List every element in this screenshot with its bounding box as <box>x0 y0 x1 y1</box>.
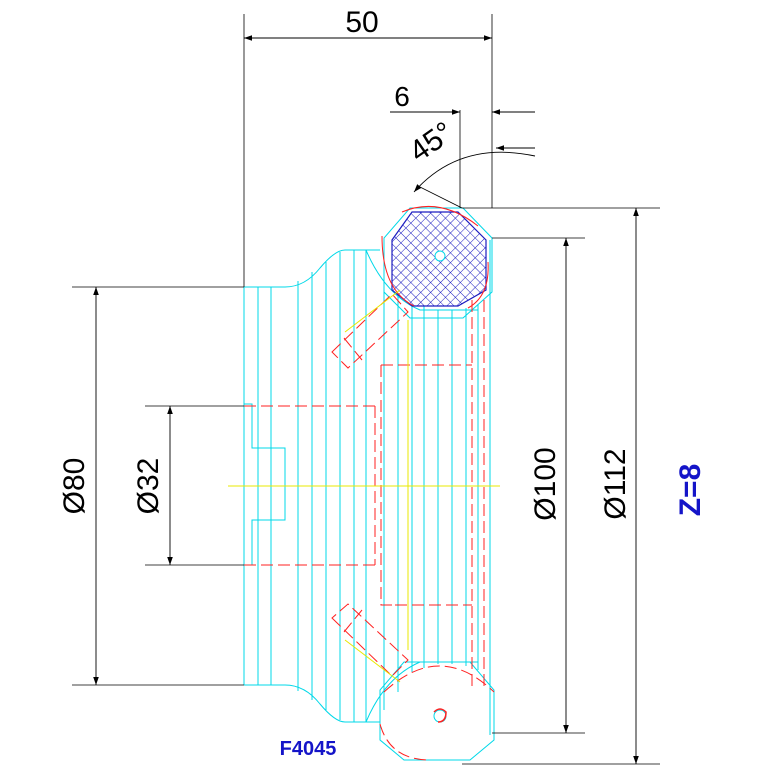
dim-45-arc <box>413 151 536 193</box>
dim-6-label: 6 <box>394 81 410 112</box>
dim-112-label: Ø112 <box>599 448 632 519</box>
roller-section-hatch <box>381 206 489 309</box>
dim-80-label: Ø80 <box>58 458 91 515</box>
part-number-label: F4045 <box>280 738 337 760</box>
hidden-lines <box>244 293 495 761</box>
teeth-count-label: Z=8 <box>674 464 707 517</box>
bore-markers <box>433 708 447 723</box>
dimension-lines <box>93 35 639 764</box>
centerlines <box>228 289 500 683</box>
dim-45-label: 45° <box>404 116 460 169</box>
dim-100-label: Ø100 <box>529 447 562 520</box>
dim-50-label: 50 <box>345 6 378 39</box>
dim-32-label: Ø32 <box>132 458 165 515</box>
